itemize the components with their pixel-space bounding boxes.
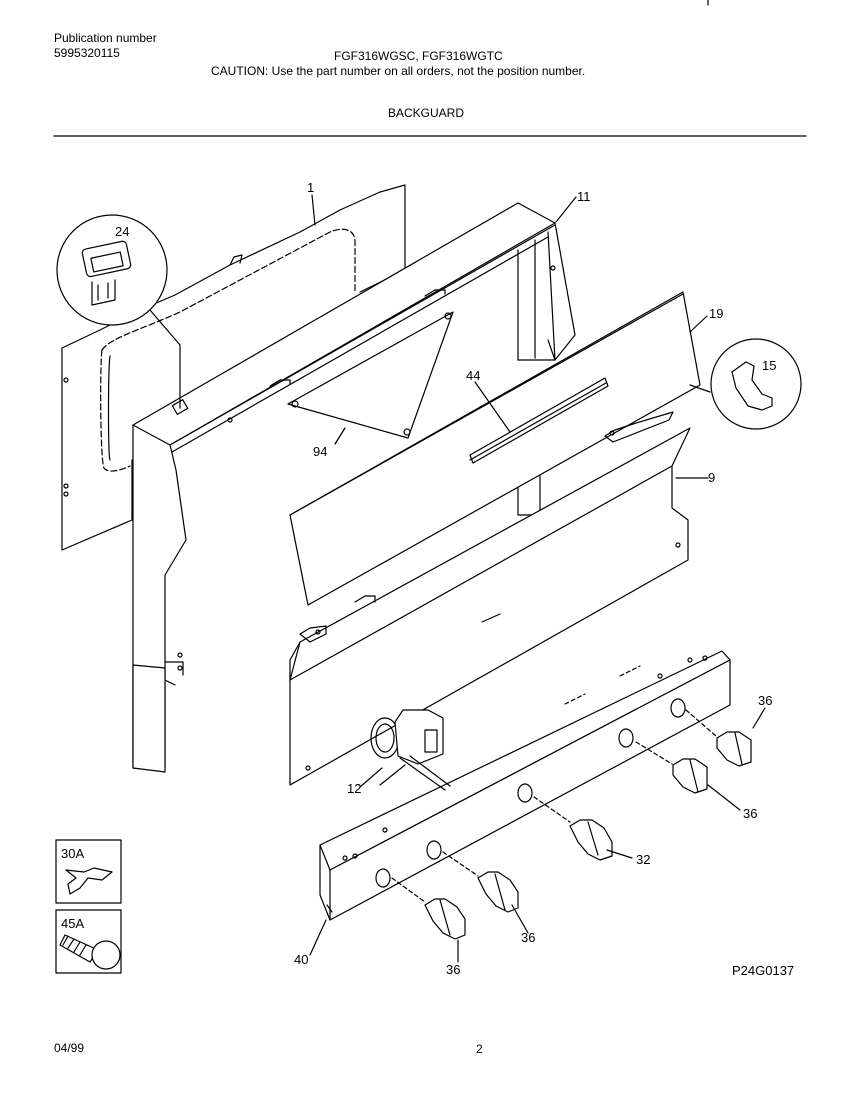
- leader-11: [555, 196, 577, 223]
- lower-panel-part-40: [319, 650, 731, 921]
- callout-36-mid: 36: [521, 930, 535, 945]
- knob-36-right-lower: [635, 741, 708, 794]
- revision-date: 04/99: [54, 1041, 85, 1055]
- callout-24: 24: [115, 224, 129, 239]
- knob-36-right-upper: [685, 709, 752, 767]
- leader-12: [359, 767, 383, 788]
- leader-44: [474, 381, 511, 433]
- leader-1: [311, 194, 316, 226]
- publication-number: 5995320115: [54, 46, 120, 60]
- callout-36-upper-right: 36: [758, 693, 772, 708]
- callout-40: 40: [294, 952, 308, 967]
- knob-32: [533, 796, 613, 861]
- legend-label-30a: 30A: [61, 846, 84, 861]
- leader-36b: [707, 784, 741, 811]
- backguard-frame-part-11: [132, 202, 576, 773]
- drawing-code: P24G0137: [732, 963, 794, 978]
- caution-note: CAUTION: Use the part number on all orde…: [211, 64, 586, 78]
- trim-strip-part-44: [469, 377, 609, 464]
- callout-36-bottom: 36: [446, 962, 460, 977]
- screw-icon: [59, 934, 121, 970]
- legend-label-45a: 45A: [61, 916, 84, 931]
- leader-94: [334, 427, 346, 445]
- callout-94: 94: [313, 444, 327, 459]
- leader-36c: [511, 904, 529, 934]
- callout-32: 32: [636, 852, 650, 867]
- section-title: BACKGUARD: [388, 106, 465, 120]
- triangle-bracket-part-94: [287, 311, 454, 439]
- leader-40: [309, 919, 327, 956]
- model-numbers: FGF316WGSC, FGF316WGTC: [334, 49, 503, 63]
- callout-11: 11: [577, 189, 591, 204]
- leader-36a: [752, 707, 766, 729]
- page-number: 2: [476, 1042, 483, 1056]
- control-panel-part-9: [289, 411, 691, 786]
- leader-19: [689, 315, 708, 333]
- detail-circle-15: [689, 338, 802, 430]
- publication-label: Publication number: [54, 31, 157, 45]
- callout-1: 1: [307, 180, 314, 195]
- wing-nut-icon: [65, 867, 113, 895]
- callout-19: 19: [709, 306, 723, 321]
- detail-circle-24: [56, 214, 181, 409]
- knob-36-lower-mid: [442, 851, 519, 913]
- callout-9: 9: [708, 470, 715, 485]
- callout-12: 12: [347, 781, 361, 796]
- callout-36-lower-right: 36: [743, 806, 757, 821]
- callout-15: 15: [762, 358, 776, 373]
- knob-36-lower-left: [391, 877, 466, 940]
- callout-44: 44: [466, 368, 480, 383]
- leader-32: [606, 849, 633, 859]
- switch-part-12: [370, 709, 451, 791]
